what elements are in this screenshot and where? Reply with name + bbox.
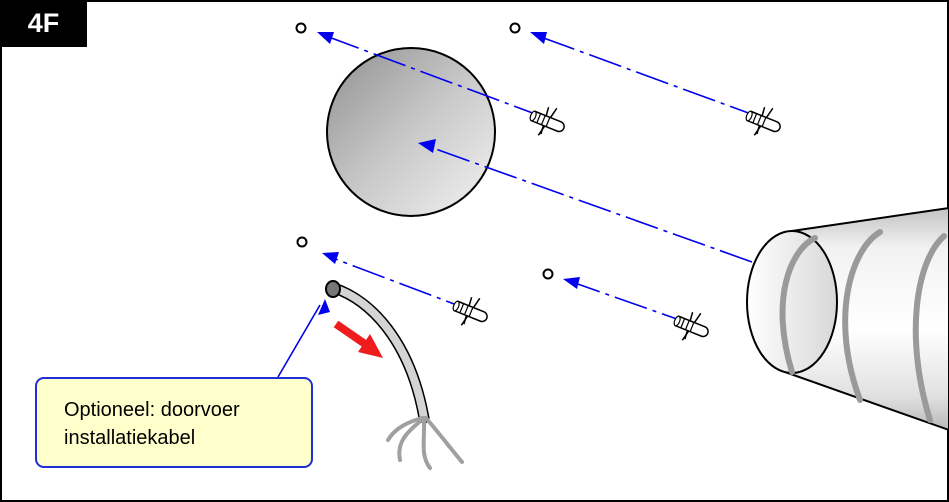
installation-cable [325,280,464,470]
cable-direction-arrow [333,320,383,358]
cable-pointer-line [277,304,321,378]
cable-callout: Optioneel: doorvoer installatiekabel [35,377,313,468]
cable-wires [386,416,464,470]
wall-plug-1 [529,106,565,136]
wall-plug-4 [673,311,709,341]
callout-line-1: Optioneel: doorvoer [64,399,240,421]
guide-arrows [277,35,763,378]
wall-plug-3 [452,296,488,326]
guide-arrow-disc [429,146,753,263]
hole-top-right [509,22,521,34]
hole-bottom-left [296,236,308,248]
hole-top-left [295,22,307,34]
guide-arrow-top-right [540,36,763,119]
callout-line-2: installatiekabel [64,427,196,449]
guide-arrow-bottom-left [329,256,479,314]
wall-plugs [452,106,781,341]
guide-arrowheads [317,32,580,315]
hole-bottom-right [542,268,554,280]
step-label: 4F [0,0,87,47]
wall-plug-2 [745,106,781,136]
cylinder-body [746,206,949,432]
guide-arrow-bottom-right [571,281,695,326]
wall-holes [295,22,554,280]
wall-disc [326,47,496,217]
guide-arrow-top-left [325,35,547,119]
cylinder-bands [779,229,947,423]
